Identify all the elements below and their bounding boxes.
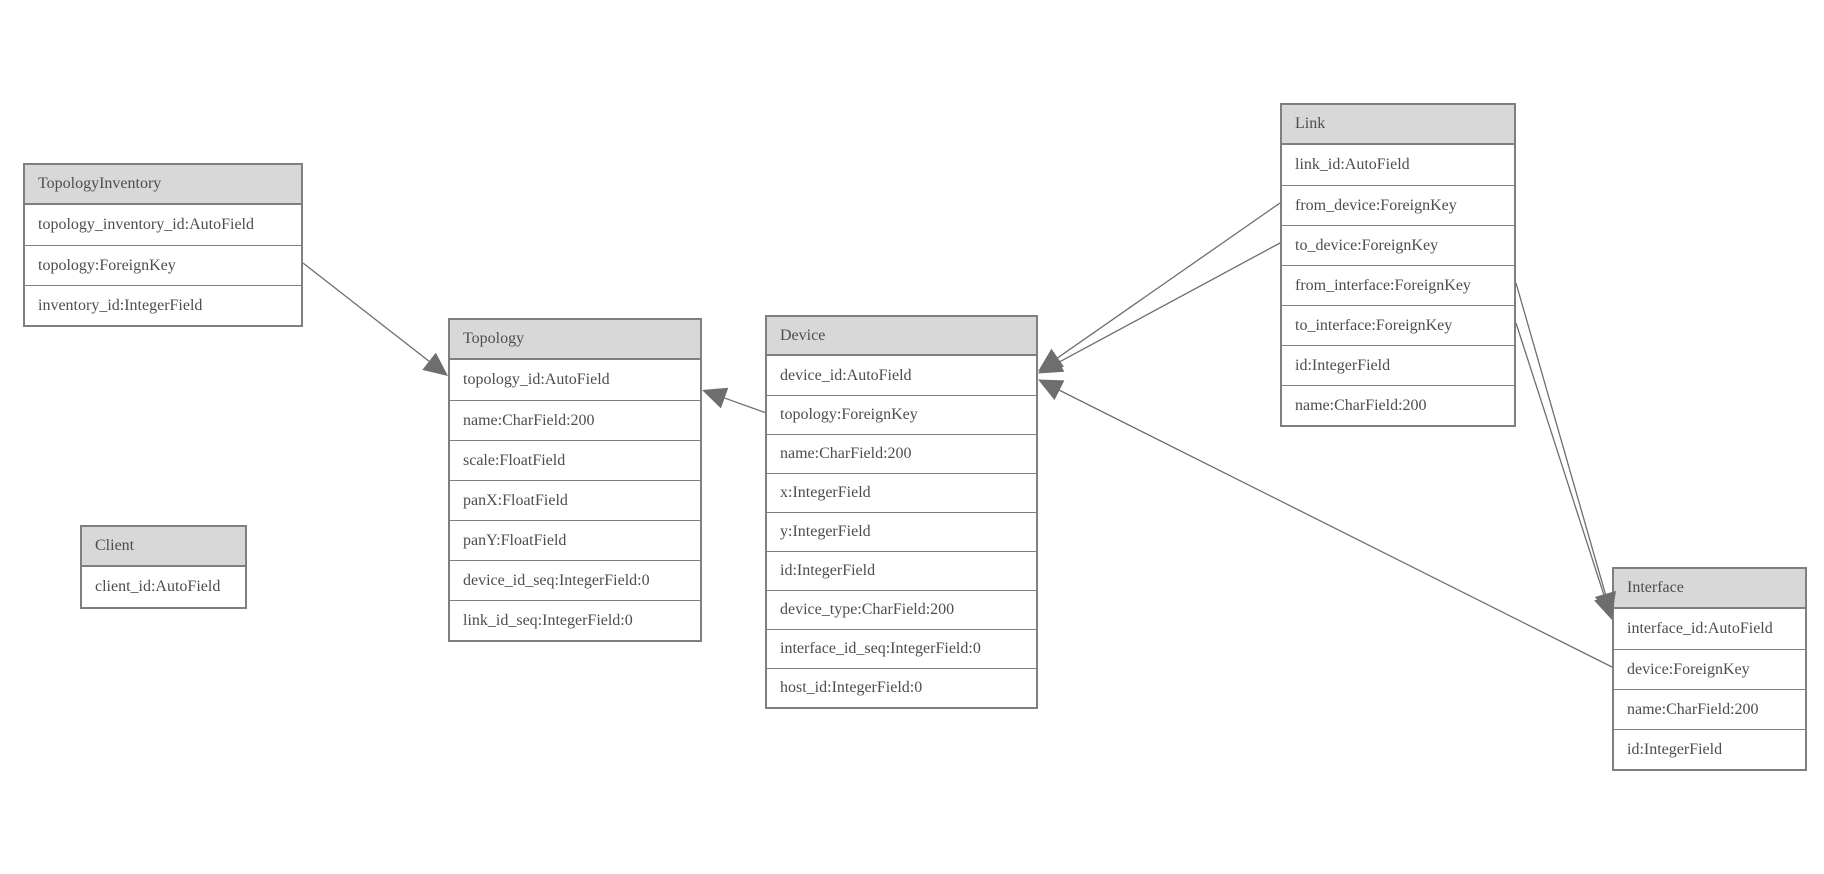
entity-title-client: Client	[82, 527, 245, 567]
field-row: to_device:ForeignKey	[1282, 225, 1514, 265]
field-row: device_id:AutoField	[767, 356, 1036, 395]
arrowhead-icon	[422, 352, 448, 376]
field-row: name:CharField:200	[767, 434, 1036, 473]
arrowhead-icon	[1038, 348, 1064, 372]
entity-title-device: Device	[767, 317, 1036, 356]
field-row: from_interface:ForeignKey	[1282, 265, 1514, 305]
field-row: y:IntegerField	[767, 512, 1036, 551]
entity-title-link: Link	[1282, 105, 1514, 145]
field-row: topology:ForeignKey	[25, 245, 301, 285]
field-row: panX:FloatField	[450, 480, 700, 520]
field-row: host_id:IntegerField:0	[767, 668, 1036, 707]
field-row: topology_id:AutoField	[450, 360, 700, 400]
field-row: link_id_seq:IntegerField:0	[450, 600, 700, 640]
field-row: inventory_id:IntegerField	[25, 285, 301, 325]
relation-line-link-interface	[1515, 282, 1606, 595]
field-row: to_interface:ForeignKey	[1282, 305, 1514, 345]
field-row: topology:ForeignKey	[767, 395, 1036, 434]
field-row: id:IntegerField	[1614, 729, 1805, 769]
field-row: name:CharField:200	[450, 400, 700, 440]
arrowhead-icon	[1038, 352, 1065, 374]
field-row: scale:FloatField	[450, 440, 700, 480]
field-row: device_type:CharField:200	[767, 590, 1036, 629]
field-row: interface_id:AutoField	[1614, 609, 1805, 649]
relation-line-link-interface	[1515, 322, 1606, 598]
arrowhead-icon	[702, 387, 729, 409]
field-row: device_id_seq:IntegerField:0	[450, 560, 700, 600]
field-row: name:CharField:200	[1614, 689, 1805, 729]
relation-line-link-device	[1058, 242, 1281, 363]
field-row: topology_inventory_id:AutoField	[25, 205, 301, 245]
field-row: name:CharField:200	[1282, 385, 1514, 425]
relation-line-interface-device	[1059, 389, 1613, 668]
field-row: device:ForeignKey	[1614, 649, 1805, 689]
relation-line-device-topology	[724, 397, 766, 414]
field-row: id:IntegerField	[1282, 345, 1514, 385]
field-row: from_device:ForeignKey	[1282, 185, 1514, 225]
field-row: panY:FloatField	[450, 520, 700, 560]
relation-line-topologyinventory-topology	[302, 262, 430, 362]
field-row: id:IntegerField	[767, 551, 1036, 590]
entity-title-topology: Topology	[450, 320, 700, 360]
entity-title-interface: Interface	[1614, 569, 1805, 609]
relation-line-link-device	[1057, 202, 1281, 359]
field-row: x:IntegerField	[767, 473, 1036, 512]
field-row: link_id:AutoField	[1282, 145, 1514, 185]
arrowhead-icon	[1038, 379, 1065, 401]
field-row: client_id:AutoField	[82, 567, 245, 607]
entity-title-topologyinventory: TopologyInventory	[25, 165, 301, 205]
field-row: interface_id_seq:IntegerField:0	[767, 629, 1036, 668]
